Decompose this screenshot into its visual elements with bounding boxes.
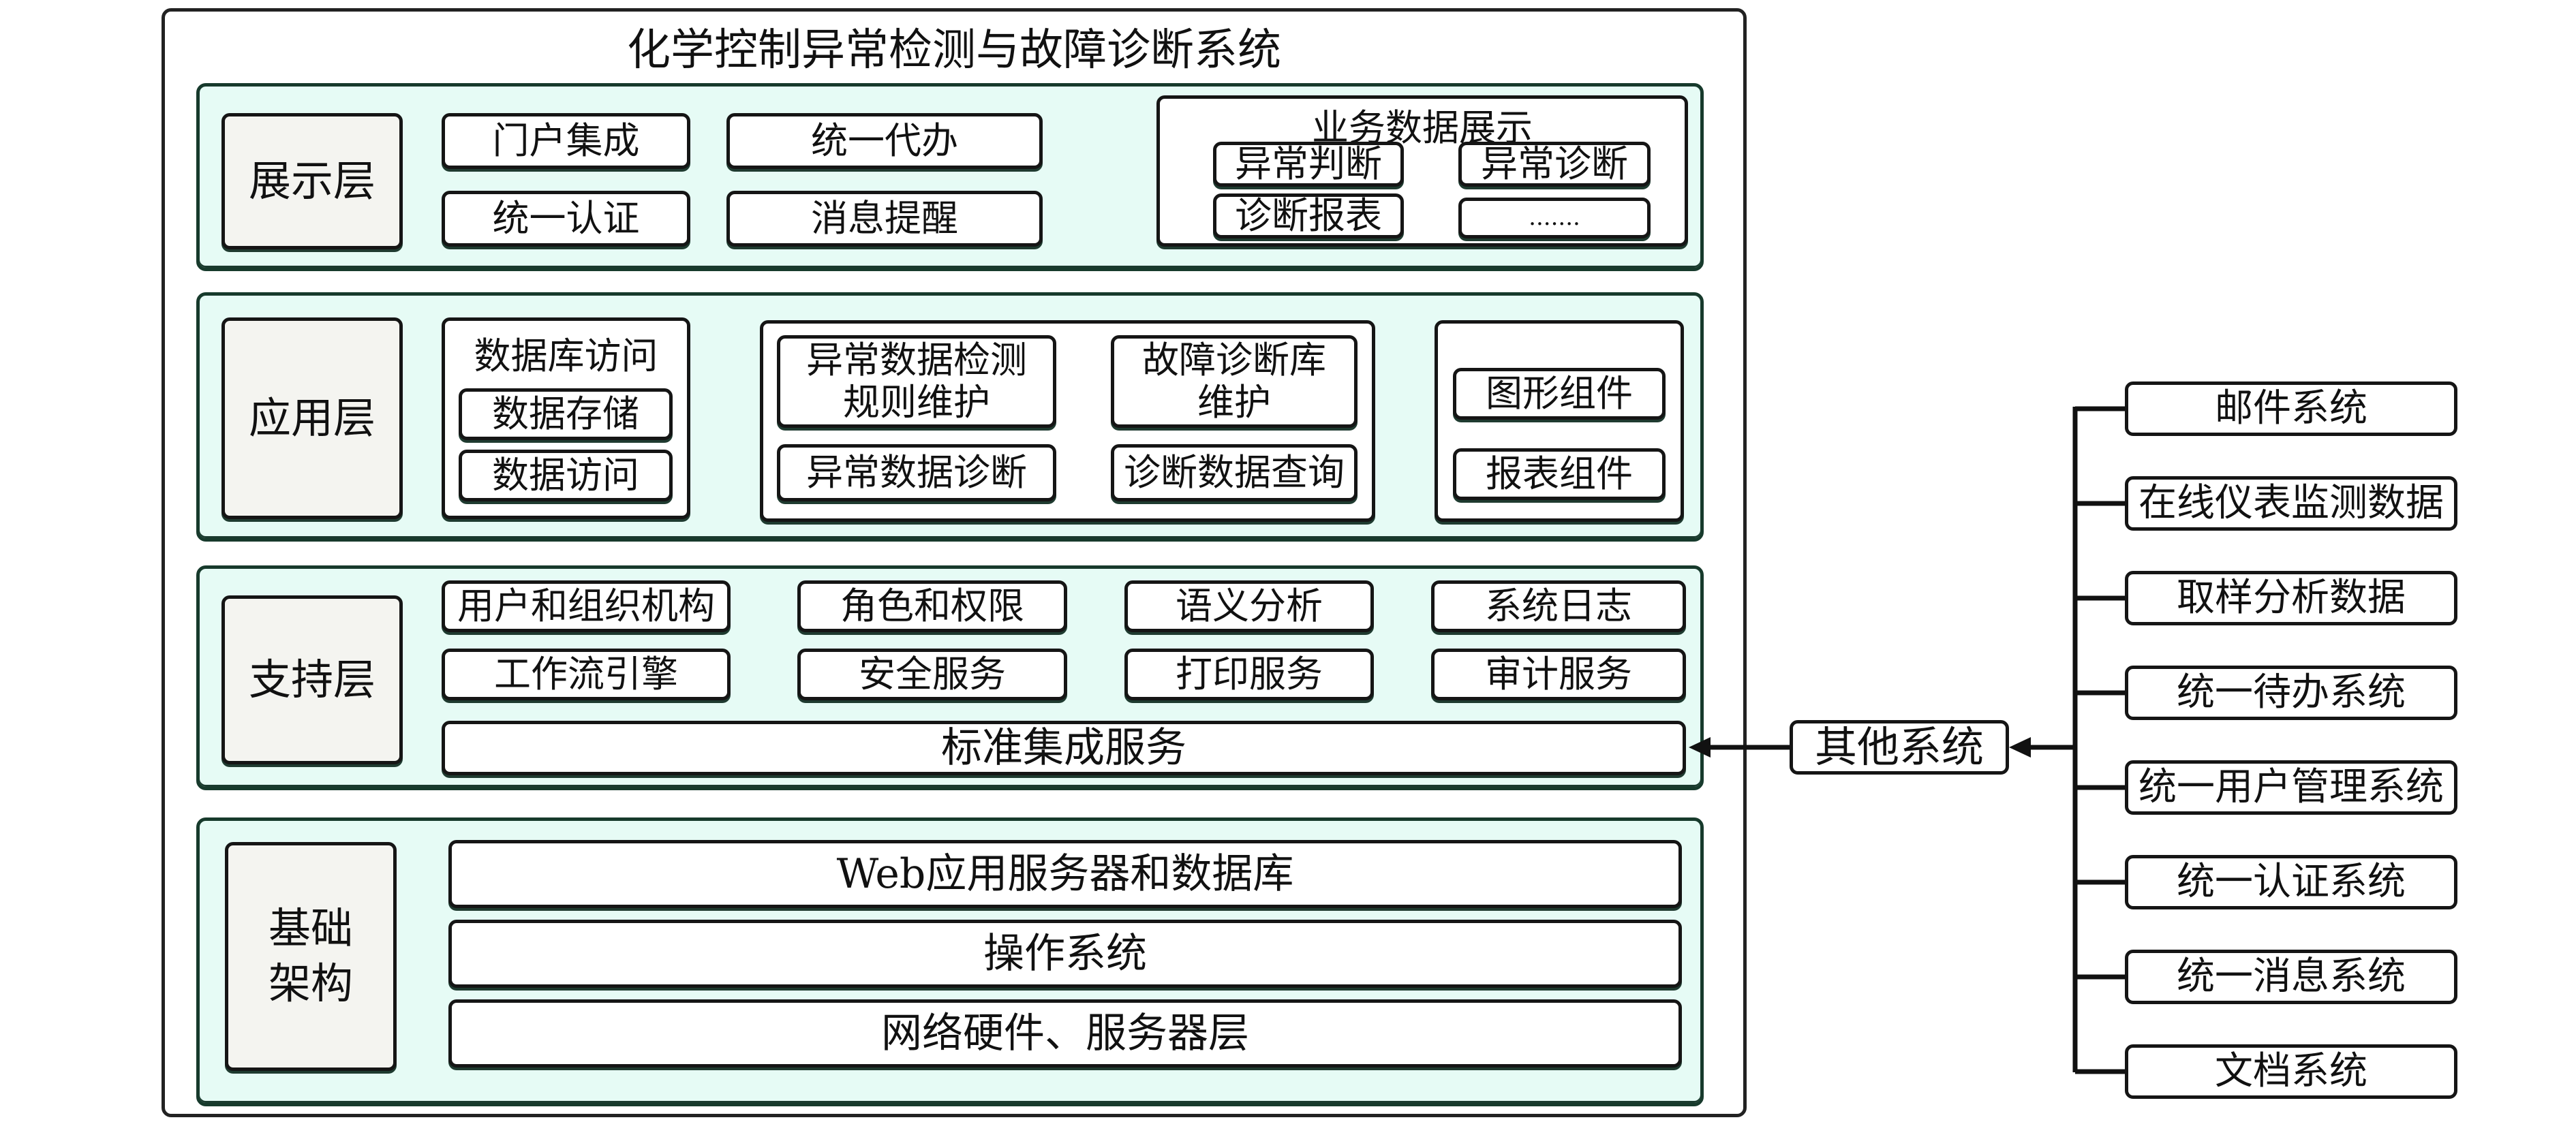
business-item-diagnosis-report: 诊断报表 [1213, 193, 1404, 238]
presentation-layer-label: 展示层 [221, 113, 403, 249]
external-document-system: 文档系统 [2125, 1044, 2457, 1099]
business-item-anomaly-diagnosis: 异常诊断 [1458, 142, 1651, 187]
module-user-org: 用户和组织机构 [442, 580, 731, 632]
module-print-service: 打印服务 [1124, 649, 1374, 700]
module-audit-service: 审计服务 [1431, 649, 1686, 700]
external-unified-todo-system: 统一待办系统 [2125, 666, 2457, 720]
business-item-anomaly-judgement: 异常判断 [1213, 142, 1404, 187]
arrow-head-other-systems [2009, 737, 2031, 758]
module-role-permission: 角色和权限 [797, 580, 1067, 632]
external-sampling-analysis-data: 取样分析数据 [2125, 571, 2457, 625]
external-online-instrument-data: 在线仪表监测数据 [2125, 476, 2457, 531]
module-data-storage: 数据存储 [459, 388, 673, 440]
module-report-component: 报表组件 [1453, 448, 1666, 500]
module-network-hardware: 网络硬件、服务器层 [448, 999, 1682, 1068]
external-unified-user-management: 统一用户管理系统 [2125, 760, 2457, 815]
module-system-log: 系统日志 [1431, 580, 1686, 632]
arrow-head-integration [1689, 737, 1711, 758]
module-fault-library-maintenance: 故障诊断库 维护 [1111, 335, 1358, 428]
module-portal-integration: 门户集成 [442, 113, 690, 169]
bus-branches [2075, 406, 2125, 1074]
module-web-server-db: Web应用服务器和数据库 [448, 840, 1682, 908]
label-text: 支持层 [248, 655, 375, 705]
external-mail-system: 邮件系统 [2125, 381, 2457, 436]
label-text: 展示层 [248, 156, 375, 206]
module-standard-integration: 标准集成服务 [442, 721, 1686, 775]
support-layer-label: 支持层 [221, 595, 403, 764]
label-text: 基础 架构 [268, 903, 353, 1008]
module-message-reminder: 消息提醒 [726, 191, 1043, 247]
module-data-access: 数据访问 [459, 450, 673, 501]
module-workflow-engine: 工作流引擎 [442, 649, 731, 700]
module-graphic-component: 图形组件 [1453, 368, 1666, 420]
module-unified-todo: 统一代办 [726, 113, 1043, 169]
db-access-title: 数据库访问 [474, 334, 658, 377]
module-anomaly-rule-maintenance: 异常数据检测 规则维护 [777, 335, 1056, 428]
module-security-service: 安全服务 [797, 649, 1067, 700]
business-item-more: ....... [1458, 198, 1651, 238]
diagram-title: 化学控制异常检测与故障诊断系统 [627, 25, 1281, 76]
external-unified-message-system: 统一消息系统 [2125, 950, 2457, 1004]
other-systems-node: 其他系统 [1790, 720, 2009, 775]
external-unified-auth-system: 统一认证系统 [2125, 855, 2457, 909]
module-operating-system: 操作系统 [448, 920, 1682, 988]
module-anomaly-data-diagnosis: 异常数据诊断 [777, 444, 1056, 501]
module-semantic-analysis: 语义分析 [1124, 580, 1374, 632]
application-layer-label: 应用层 [221, 317, 403, 519]
infrastructure-layer-label: 基础 架构 [225, 842, 397, 1071]
label-text: 应用层 [248, 393, 375, 443]
module-diagnosis-data-query: 诊断数据查询 [1111, 444, 1358, 501]
module-unified-auth: 统一认证 [442, 191, 690, 247]
